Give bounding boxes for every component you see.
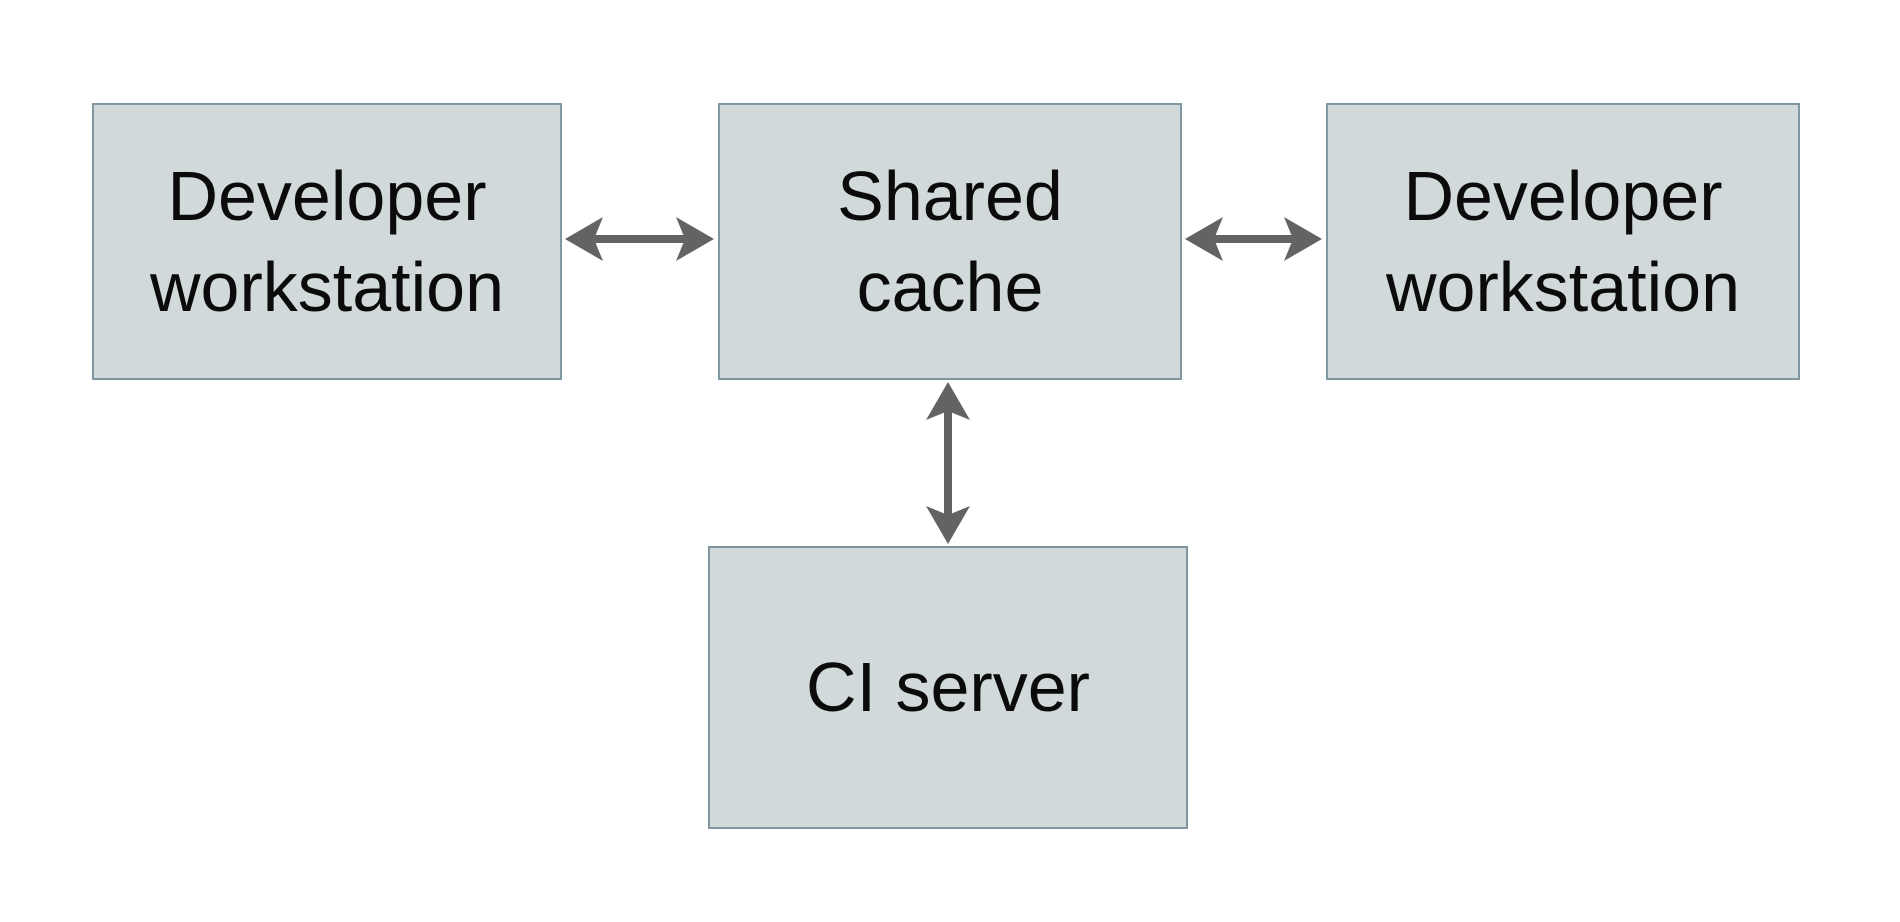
- node-ci-server: CI server: [708, 546, 1188, 829]
- node-label-developer-workstation-right: Developer workstation: [1385, 156, 1741, 326]
- edge-developer-workstation-left-shared-cache: [565, 217, 714, 261]
- node-label-shared-cache: Shared cache: [837, 156, 1063, 326]
- edge-shared-cache-ci-server: [926, 382, 970, 544]
- node-developer-workstation-left: Developer workstation: [92, 103, 562, 380]
- node-label-ci-server: CI server: [806, 648, 1090, 726]
- node-developer-workstation-right: Developer workstation: [1326, 103, 1800, 380]
- node-shared-cache: Shared cache: [718, 103, 1182, 380]
- node-label-developer-workstation-left: Developer workstation: [149, 156, 505, 326]
- edge-shared-cache-developer-workstation-right: [1185, 217, 1322, 261]
